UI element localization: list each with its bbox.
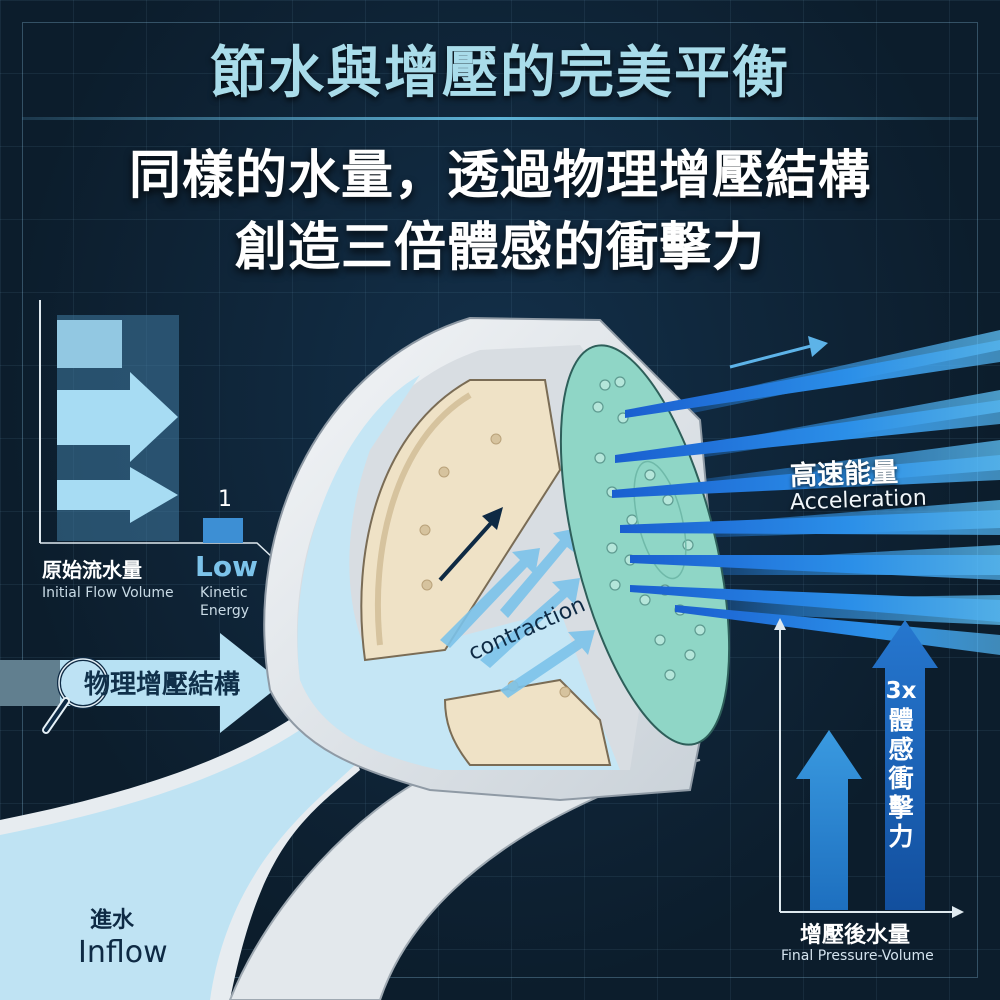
impact-vertical-text: 體感衝擊力 — [888, 706, 914, 851]
multiplier-label: 3x — [885, 678, 917, 704]
final-pressure-chart — [774, 618, 964, 918]
title-divider — [22, 117, 978, 120]
main-title: 節水與增壓的完美平衡 — [210, 41, 790, 106]
pressure-arrow-icon — [438, 507, 503, 582]
initial-flow-label-en: Initial Flow Volume — [42, 585, 174, 601]
inflow-label-zh: 進水 — [90, 908, 135, 933]
initial-flow-label-zh: 原始流水量 — [42, 558, 142, 582]
subtitle-line-2: 創造三倍體感的衝擊力 — [234, 218, 765, 278]
magnifier-icon — [42, 657, 109, 734]
structure-callout-arrow — [0, 633, 283, 733]
structure-label: 物理增壓結構 — [84, 670, 241, 700]
inflow-label-en: Inflow — [78, 935, 168, 970]
impact-vertical-label: 體感衝擊力 — [883, 706, 919, 851]
kinetic-energy-label: Kinetic Energy — [200, 585, 250, 619]
bar-value-label: 1 — [218, 487, 232, 512]
subtitle-line-1: 同樣的水量，透過物理增壓結構 — [128, 146, 871, 206]
water-jets — [612, 340, 1000, 655]
final-volume-label-zh: 增壓後水量 — [800, 923, 911, 948]
energy-level-label: Low — [195, 550, 258, 583]
acceleration-label-en: Acceleration — [789, 485, 928, 516]
subtitle: 同樣的水量，透過物理增壓結構 創造三倍體感的衝擊力 — [0, 140, 1000, 284]
motion-arrow-icon — [729, 336, 828, 369]
final-volume-label-en: Final Pressure-Volume — [781, 948, 934, 964]
